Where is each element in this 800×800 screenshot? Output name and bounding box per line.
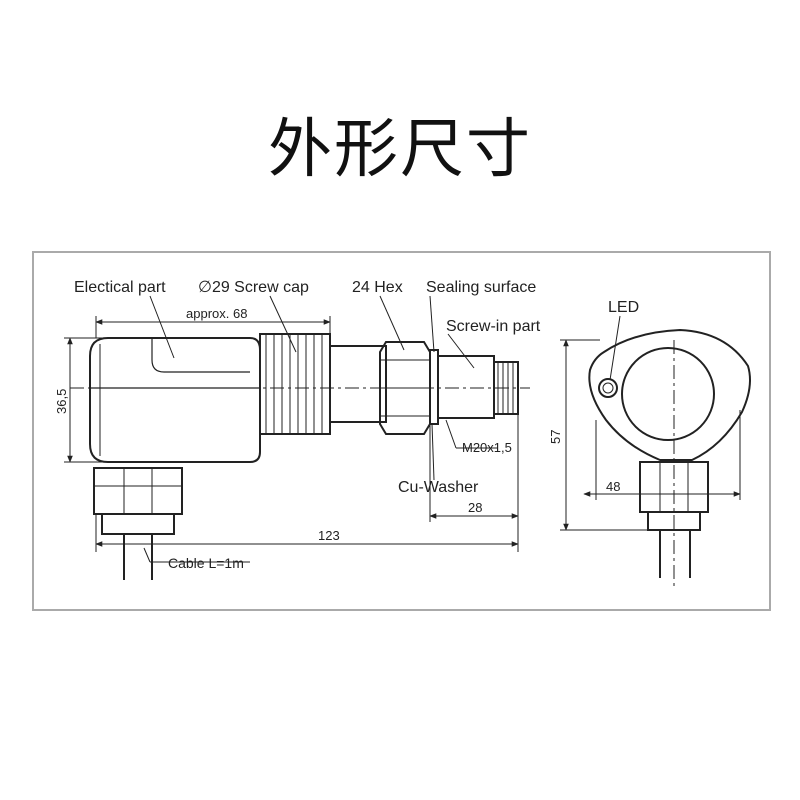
front-view [70,333,530,580]
label-side-width: 48 [606,479,620,494]
label-cable: Cable L=1m [168,555,244,571]
side-cap [621,347,715,441]
label-led: LED [608,299,639,316]
front-dimensions [64,295,519,563]
label-height: 36,5 [54,389,69,414]
page-title: 外形尺寸 [268,113,532,187]
label-sealing-surface: Sealing surface [426,279,536,296]
label-approx-length: approx. 68 [186,306,247,321]
electrical-housing [89,337,261,463]
label-screw-in-part: Screw-in part [446,318,541,335]
hex-nut [379,341,431,435]
label-hex: 24 Hex [352,279,403,296]
neck [329,345,387,423]
label-cu-washer: Cu-Washer [398,479,479,496]
led-icon [598,378,618,398]
label-thread: M20x1,5 [462,440,512,455]
label-electrical-part: Electical part [74,279,166,296]
side-view [588,328,751,590]
label-screw-cap: ∅29 Screw cap [198,279,309,296]
label-total-length: 123 [318,528,340,543]
side-dimensions [560,315,741,531]
label-side-height: 57 [548,430,563,444]
side-housing [588,328,751,461]
label-thread-length: 28 [468,500,482,515]
